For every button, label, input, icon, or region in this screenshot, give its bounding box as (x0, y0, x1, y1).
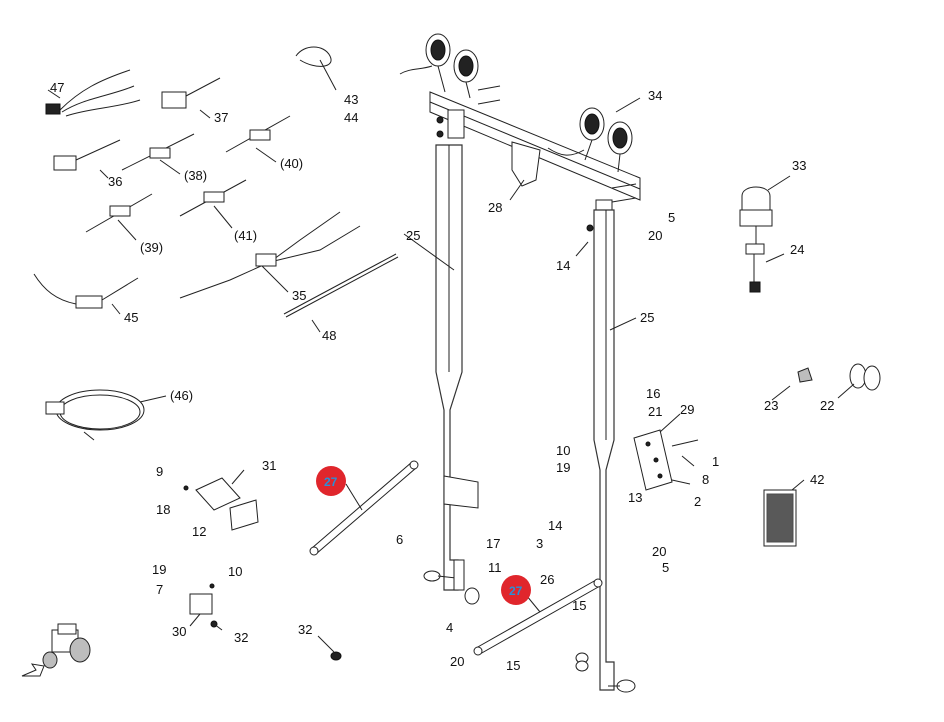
highlight-marker-upper[interactable]: 27 (316, 466, 346, 496)
callout-25a: 25 (406, 228, 420, 243)
callout-38: (38) (184, 168, 207, 183)
callout-4: 4 (446, 620, 453, 635)
lower-bolts (423, 559, 636, 693)
callout-10b: 10 (228, 564, 242, 579)
callout-8: 8 (702, 472, 709, 487)
callout-44: 44 (344, 110, 358, 125)
callout-3: 3 (536, 536, 543, 551)
callout-25b: 25 (640, 310, 654, 325)
cable-48 (283, 253, 399, 318)
callout-15a: 15 (572, 598, 586, 613)
callout-32b: 32 (234, 630, 248, 645)
callout-22: 22 (820, 398, 834, 413)
harness-35 (179, 211, 361, 299)
callout-19b: 19 (152, 562, 166, 577)
callout-labels: 1 2 3 4 5 5 6 7 8 9 10 10 11 12 13 14 14… (50, 80, 834, 673)
callout-11: 11 (488, 560, 502, 575)
cable-harness-47 (45, 69, 141, 117)
callout-5a: 5 (668, 210, 675, 225)
seal-rings (797, 363, 881, 391)
callout-32a: 32 (298, 622, 312, 637)
highlight-marker-lower[interactable]: 27 (501, 575, 531, 605)
cable-43 (295, 46, 332, 67)
callout-21: 21 (648, 404, 662, 419)
connector-36 (53, 139, 121, 171)
callout-24: 24 (790, 242, 804, 257)
highlight-label: 27 (324, 475, 338, 489)
callout-20c: 20 (450, 654, 464, 669)
callout-26: 26 (540, 572, 554, 587)
callout-14b: 14 (548, 518, 562, 533)
callout-14a: 14 (556, 258, 570, 273)
callout-20b: 20 (652, 544, 666, 559)
callout-12: 12 (192, 524, 206, 539)
callout-1: 1 (712, 454, 719, 469)
callout-28: 28 (488, 200, 502, 215)
highlight-circle[interactable] (316, 466, 346, 496)
cable-clip-32 (330, 651, 342, 661)
callout-39: (39) (140, 240, 163, 255)
callout-34: 34 (648, 88, 662, 103)
stay-bar-left (309, 460, 479, 556)
callout-35: 35 (292, 288, 306, 303)
callout-43: 43 (344, 92, 358, 107)
callout-30: 30 (172, 624, 186, 639)
mounting-bracket (633, 429, 699, 491)
callout-46: (46) (170, 388, 193, 403)
connector-38 (121, 133, 195, 171)
callout-18: 18 (156, 502, 170, 517)
connector-39 (85, 193, 153, 233)
callout-6: 6 (396, 532, 403, 547)
callout-37: 37 (214, 110, 228, 125)
callout-23: 23 (764, 398, 778, 413)
callout-48: 48 (322, 328, 336, 343)
frame-assembly (399, 33, 641, 691)
callout-20a: 20 (648, 228, 662, 243)
callout-10a: 10 (556, 443, 570, 458)
work-lamp-right (547, 107, 633, 173)
connector-37 (161, 77, 221, 109)
connector-40 (225, 115, 291, 153)
connector-41 (179, 179, 247, 217)
callout-16: 16 (646, 386, 660, 401)
callout-31: 31 (262, 458, 276, 473)
highlight-label: 27 (509, 584, 523, 598)
label-sticker (763, 489, 797, 547)
tractor-icon (21, 623, 91, 677)
highlight-circle[interactable] (501, 575, 531, 605)
callout-2: 2 (694, 494, 701, 509)
callout-29: 29 (680, 402, 694, 417)
cable-46 (45, 389, 145, 441)
stay-bar-right (473, 578, 603, 656)
callout-9: 9 (156, 464, 163, 479)
callout-40: (40) (280, 156, 303, 171)
beam-bolts (436, 85, 637, 232)
callout-13: 13 (628, 490, 642, 505)
callout-47: 47 (50, 80, 64, 95)
callout-15b: 15 (506, 658, 520, 673)
rotating-beacon (739, 186, 773, 293)
connector-45 (33, 273, 139, 309)
callout-33: 33 (792, 158, 806, 173)
callout-45: 45 (124, 310, 138, 325)
callout-7: 7 (156, 582, 163, 597)
callout-19a: 19 (556, 460, 570, 475)
callout-41: (41) (234, 228, 257, 243)
callout-17: 17 (486, 536, 500, 551)
callout-42: 42 (810, 472, 824, 487)
callout-5b: 5 (662, 560, 669, 575)
callout-36: 36 (108, 174, 122, 189)
switch-box (183, 477, 259, 531)
work-lamp-left (399, 33, 479, 99)
